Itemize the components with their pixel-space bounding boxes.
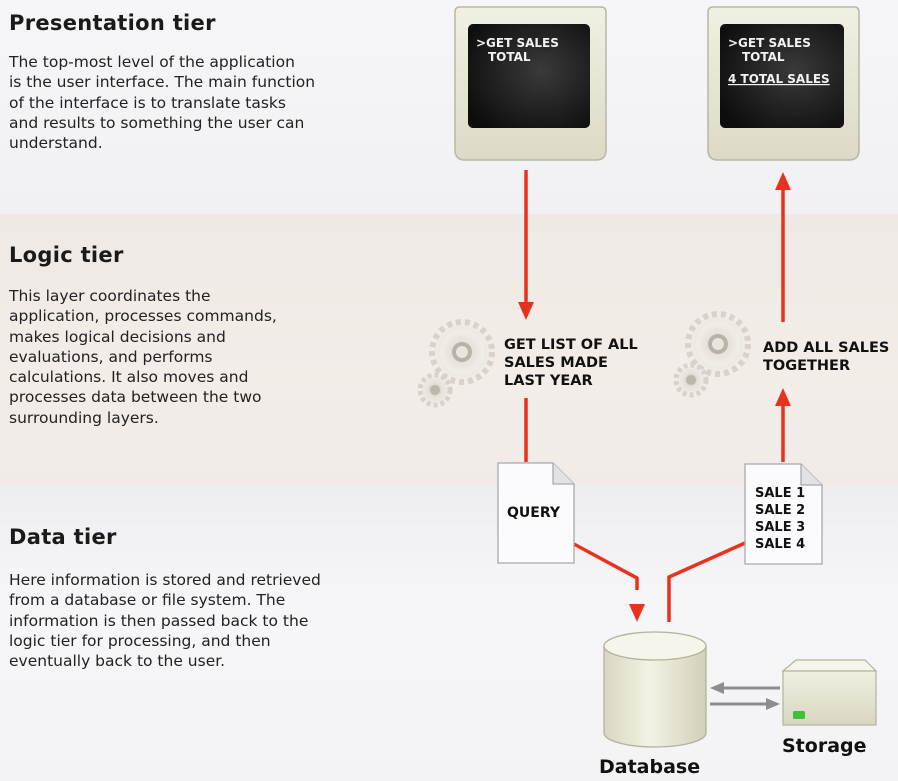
database-icon	[603, 631, 707, 748]
query-label: QUERY	[507, 505, 561, 521]
right-monitor-screen	[720, 24, 844, 128]
storage-icon	[781, 659, 878, 726]
process-left-line2: SALES MADE	[504, 355, 608, 371]
sale-item-1: SALE 1	[755, 486, 805, 501]
arrow-head-up-1	[775, 388, 791, 406]
left-gears-icon	[417, 319, 495, 408]
right-screen-line1: >GET SALES	[728, 36, 811, 50]
process-right-line2: TOGETHER	[763, 358, 850, 374]
presentation-tier-description: The top-most level of the application is…	[9, 53, 316, 153]
process-left-line3: LAST YEAR	[504, 373, 593, 389]
process-right-line1: ADD ALL SALES	[763, 340, 889, 356]
right-gears-icon	[673, 311, 751, 398]
data-tier-description: Here information is stored and retrieved…	[9, 571, 321, 671]
left-monitor-screen	[468, 24, 590, 128]
arrow-head-up-2	[775, 172, 791, 190]
storage-status-light	[793, 711, 805, 719]
process-right-label: ADD ALL SALES TOGETHER	[763, 340, 894, 374]
logic-tier-description: This layer coordinates the application, …	[9, 287, 277, 427]
sale-item-3: SALE 3	[755, 520, 805, 535]
right-screen-line2: TOTAL	[742, 50, 785, 64]
arrow-query-to-database	[571, 541, 639, 590]
database-label: Database	[599, 756, 700, 778]
right-screen-result: 4 TOTAL SALES	[728, 72, 830, 86]
presentation-tier-title: Presentation tier	[9, 11, 216, 35]
left-screen-line2: TOTAL	[488, 50, 531, 64]
data-tier-title: Data tier	[9, 525, 117, 549]
logic-tier-title: Logic tier	[9, 243, 124, 267]
sync-arrows	[710, 682, 780, 710]
left-screen-line1: >GET SALES	[476, 36, 559, 50]
sales-document-icon: SALE 1 SALE 2 SALE 3 SALE 4	[744, 463, 823, 565]
sale-item-2: SALE 2	[755, 503, 805, 518]
arrow-database-to-sales	[667, 541, 746, 622]
arrow-heads	[518, 172, 791, 622]
storage-label: Storage	[782, 735, 867, 757]
right-monitor-icon: >GET SALES TOTAL 4 TOTAL SALES	[707, 6, 860, 161]
flow-arrows	[524, 170, 785, 622]
process-left-label: GET LIST OF ALL SALES MADE LAST YEAR	[504, 337, 643, 389]
sale-item-4: SALE 4	[755, 537, 805, 552]
query-document-icon: QUERY	[497, 462, 575, 564]
arrow-head-down-2	[629, 604, 645, 622]
left-monitor-icon: >GET SALES TOTAL	[454, 6, 607, 161]
sales-list: SALE 1 SALE 2 SALE 3 SALE 4	[755, 486, 810, 552]
process-left-line1: GET LIST OF ALL	[504, 337, 638, 353]
arrow-head-down-1	[518, 302, 534, 320]
